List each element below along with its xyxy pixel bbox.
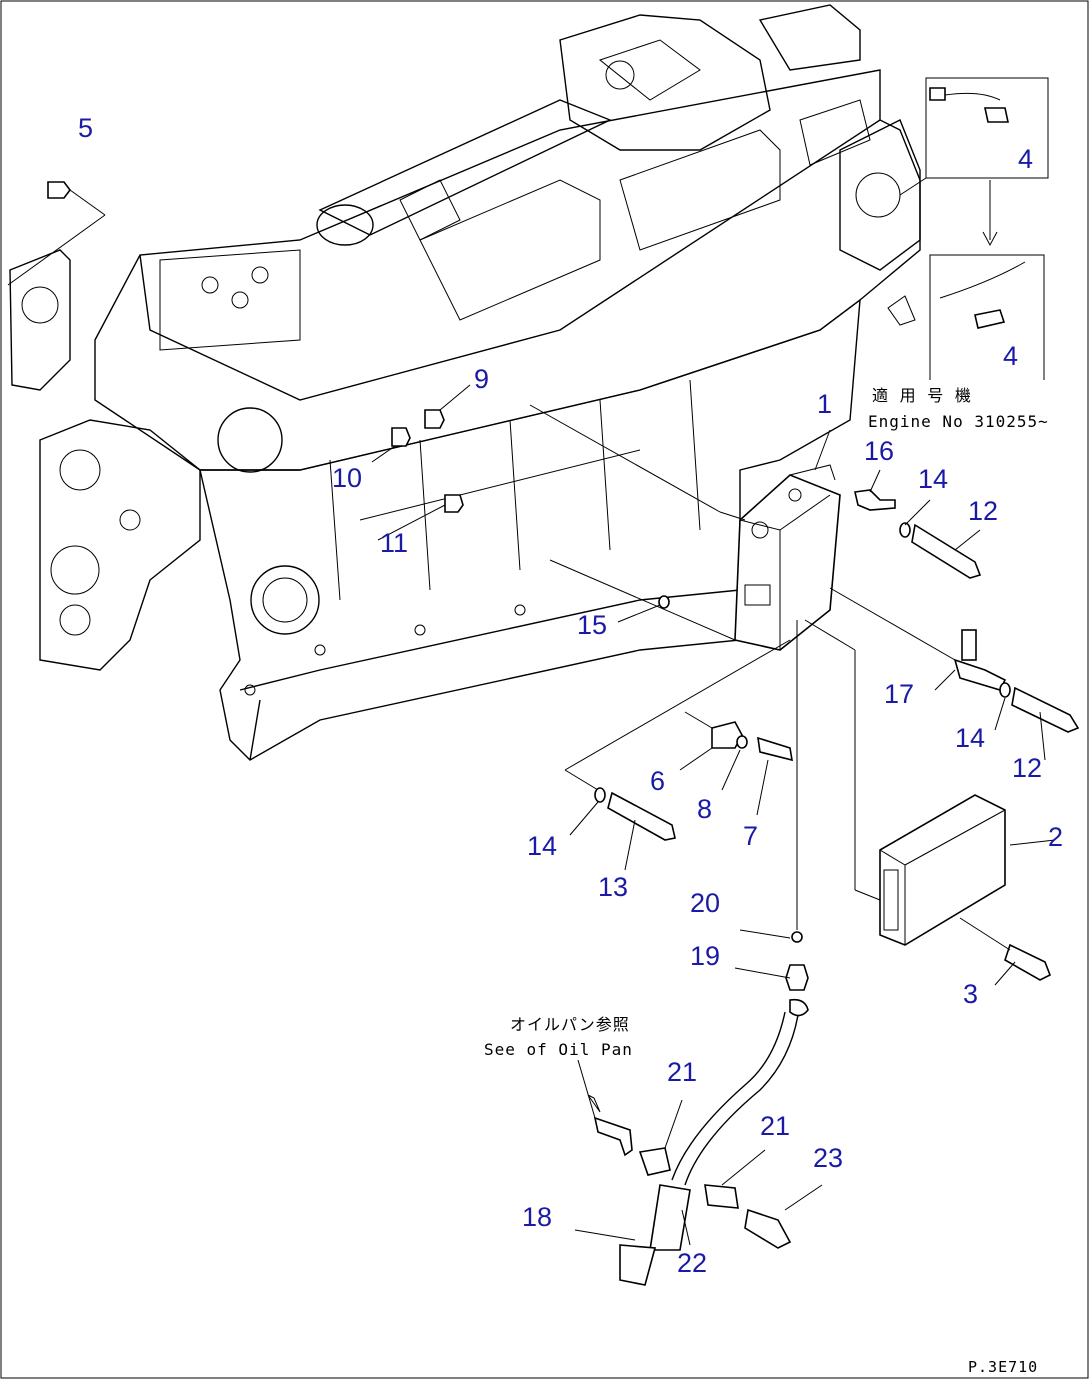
callout-4-lower: 4 xyxy=(1003,341,1018,371)
callout-16: 16 xyxy=(864,436,894,466)
dipstick-tube xyxy=(619,620,809,1286)
sensor-9-10-11 xyxy=(371,384,471,541)
bolt-12-top xyxy=(899,499,982,579)
bolt-3 xyxy=(959,917,1052,986)
sensor-6-bolt-7-washer-8 xyxy=(679,711,793,816)
notes: 適 用 号 機 Engine No 310255~ オイルパン参照 See of… xyxy=(484,386,1049,1376)
washer-15 xyxy=(549,559,736,641)
callout-5: 5 xyxy=(78,113,93,143)
callout-14-top: 14 xyxy=(918,464,948,494)
ecm-box-2 xyxy=(804,619,1056,946)
callout-19: 19 xyxy=(690,941,720,971)
callout-10: 10 xyxy=(332,463,362,493)
callout-7: 7 xyxy=(743,821,758,851)
sensor-4-new-box xyxy=(887,254,1045,380)
note-oil-pan-jp: オイルパン参照 xyxy=(510,1015,630,1034)
sensor-5 xyxy=(7,181,106,286)
note-engine-no: Engine No 310255~ xyxy=(868,412,1049,431)
callout-2: 2 xyxy=(1048,822,1063,852)
clamp-21-right-bolt-23 xyxy=(704,1149,823,1249)
bolt-13 xyxy=(564,639,791,871)
callout-21-right: 21 xyxy=(760,1111,790,1141)
callout-labels: 1 2 3 4 4 5 6 7 8 9 10 11 12 12 13 14 14… xyxy=(78,113,1063,1278)
callout-20: 20 xyxy=(690,888,720,918)
callout-22: 22 xyxy=(677,1248,707,1278)
sensor-4-old-box xyxy=(899,77,1049,247)
callout-1: 1 xyxy=(817,389,832,419)
bolt-12-lower xyxy=(994,682,1080,761)
callout-13: 13 xyxy=(598,872,628,902)
callout-15: 15 xyxy=(577,610,607,640)
callout-3: 3 xyxy=(963,979,978,1009)
engine-block xyxy=(9,4,921,761)
bracket-16 xyxy=(854,469,896,511)
callout-8: 8 xyxy=(697,794,712,824)
note-applicable-jp: 適 用 号 機 xyxy=(872,386,972,405)
callout-17: 17 xyxy=(884,679,914,709)
leaders-18-22 xyxy=(574,1209,691,1246)
callout-6: 6 xyxy=(650,766,665,796)
callout-12-top: 12 xyxy=(968,496,998,526)
callout-11: 11 xyxy=(380,528,408,558)
callout-9: 9 xyxy=(474,364,489,394)
clamp-21-left xyxy=(577,1059,683,1176)
callout-4-top: 4 xyxy=(1018,144,1033,174)
bracket-17 xyxy=(829,587,1007,691)
callout-23: 23 xyxy=(813,1143,843,1173)
callout-12-lower: 12 xyxy=(1012,753,1042,783)
callout-21-left: 21 xyxy=(667,1057,697,1087)
drawing-code: P.3E710 xyxy=(968,1358,1038,1376)
note-see-oil-pan: See of Oil Pan xyxy=(484,1040,633,1059)
callout-14-right: 14 xyxy=(955,723,985,753)
callout-18: 18 xyxy=(522,1202,552,1232)
callout-14-left: 14 xyxy=(527,831,557,861)
